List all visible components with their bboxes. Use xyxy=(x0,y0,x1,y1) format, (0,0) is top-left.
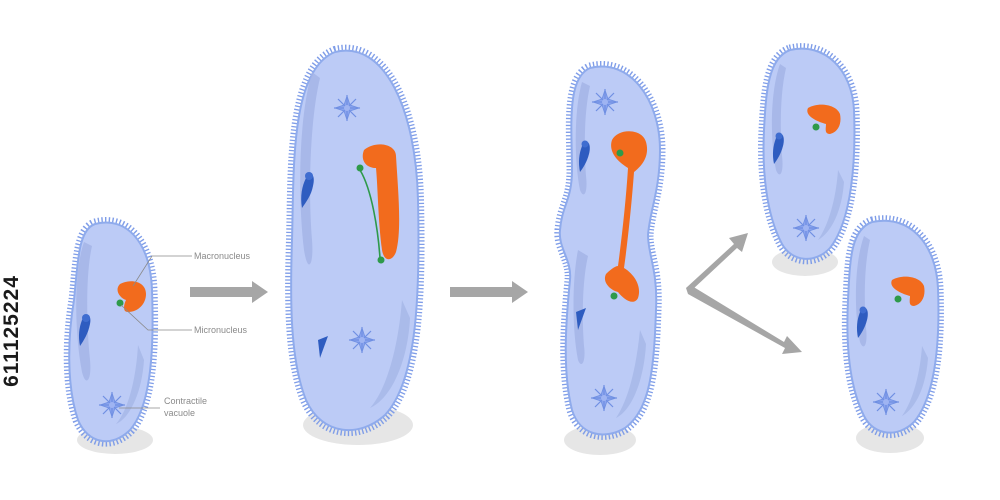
label-contractile-line1: Contractile xyxy=(164,396,207,406)
cell-2-fold-2 xyxy=(370,300,410,408)
cell-1-oral-groove xyxy=(78,314,91,346)
cell-5-micronucleus xyxy=(894,295,902,303)
arrow-1-icon xyxy=(190,281,268,303)
cell-3-membrane xyxy=(558,65,662,436)
cell-4-macronucleus xyxy=(807,104,841,134)
cell-4-oral-groove xyxy=(772,132,784,164)
split-arrow-icon xyxy=(686,233,802,354)
cell-1-fold xyxy=(76,242,92,381)
cell-2-oral-groove xyxy=(301,172,328,358)
cell-1-macronucleus xyxy=(117,281,146,312)
cell-3-micronucleus-top xyxy=(616,149,624,157)
cell-3-oral-groove xyxy=(576,140,590,330)
cell-2-fold xyxy=(300,72,320,265)
cell-3-fold-2 xyxy=(573,250,588,365)
stock-image-id: 611125224 xyxy=(0,275,23,387)
cell-4-fold-2 xyxy=(818,170,844,240)
cell-2-micronucleus-spindle xyxy=(359,169,381,259)
cell-5-oral-groove xyxy=(856,306,868,338)
label-micronucleus: Micronucleus xyxy=(194,325,248,335)
cell-3-dividing xyxy=(554,61,666,455)
arrow-2-icon xyxy=(450,281,528,303)
cell-2-elongated xyxy=(285,44,425,445)
cell-1-membrane xyxy=(68,221,154,443)
label-lines xyxy=(119,255,192,409)
cell-5-macronucleus xyxy=(891,276,925,306)
cell-1-fold-2 xyxy=(116,345,144,424)
cell-2-micronucleus-bottom xyxy=(377,256,385,264)
cell-5-membrane xyxy=(846,219,940,434)
cell-2-macronucleus xyxy=(362,144,400,260)
label-macronucleus: Macronucleus xyxy=(194,251,251,261)
cell-5-daughter-bottom xyxy=(841,215,944,453)
cell-3-macronucleus xyxy=(604,131,648,302)
cell-5-fold-2 xyxy=(902,346,928,416)
label-contractile-line2: vacuole xyxy=(164,408,195,418)
cell-3-micronucleus-bottom xyxy=(610,292,618,300)
cell-4-membrane xyxy=(762,47,856,260)
cell-4-micronucleus xyxy=(812,123,820,131)
cell-3-fold-3 xyxy=(616,330,646,418)
cell-1-micronucleus xyxy=(116,299,124,307)
cell-2-micronucleus-top xyxy=(356,164,364,172)
cell-1-initial xyxy=(63,217,159,454)
cell-4-daughter-top xyxy=(758,43,860,276)
